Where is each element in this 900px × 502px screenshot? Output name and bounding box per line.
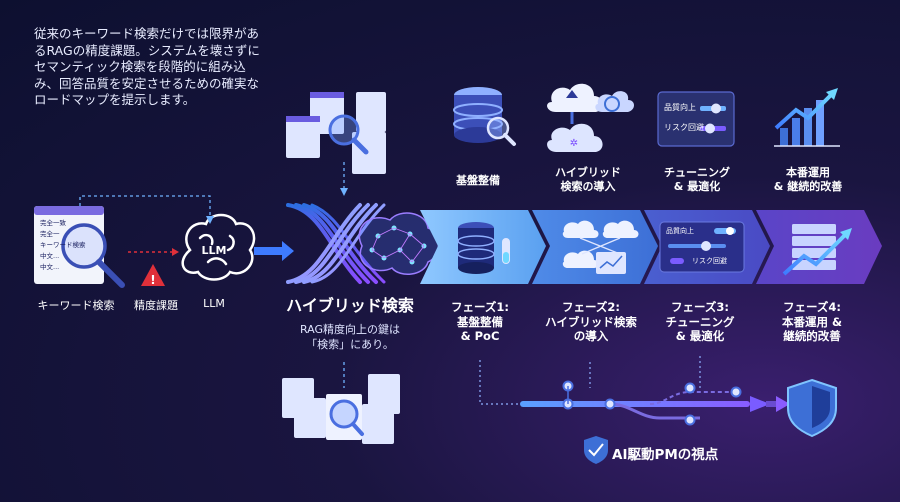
hybrid-cloud-icon-top: ✲ (547, 83, 634, 152)
precision-issue-label: 精度課題 (134, 299, 178, 312)
pm-perspective-label: AI駆動PMの視点 (612, 447, 719, 463)
tuning-quality-label: 品質向上 (664, 103, 696, 112)
header-hybrid: ハイブリッド 検索の導入 (555, 166, 621, 193)
intro-paragraph: 従来のキーワード検索だけでは限界があるRAGの精度課題。システムを壊さずにセマン… (34, 26, 260, 107)
hybrid-x-icon (286, 203, 386, 284)
phase2-label: フェーズ2: ハイブリッド検索 の導入 (545, 300, 637, 343)
keyword-doc-lines: 完全一致 完全一 キーワード検索 中文... 中文... (40, 218, 100, 273)
growth-chart-icon-top (774, 88, 840, 147)
shield-icon (787, 378, 837, 438)
doc-line: 完全一致 (40, 219, 66, 227)
phase3-quality-label: 品質向上 (666, 227, 694, 235)
pm-shield-check-icon (584, 436, 608, 464)
llm-brain-text: LLM (201, 244, 227, 257)
phase4-chevron (756, 210, 882, 284)
header-operations: 本番運用 & 継続的改善 (773, 166, 843, 193)
phase4-label: フェーズ4: 本番運用 & 継続的改善 (781, 300, 843, 343)
phase2-network-icon (562, 220, 639, 274)
database-icon-top (453, 87, 516, 146)
header-tuning: チューニング & 最適化 (664, 166, 730, 193)
svg-text:!: ! (150, 273, 155, 287)
phase1-database-icon (457, 222, 510, 274)
llm-brain-icon (181, 213, 256, 281)
llm-to-hybrid-arrow (254, 241, 294, 261)
doc-to-hybrid-connector (79, 195, 211, 218)
tuning-risk-label: リスク回避 (664, 123, 704, 132)
keyword-search-label: キーワード検索 (37, 299, 115, 312)
tuning-panel-icon-top (657, 91, 735, 147)
documents-search-icon-top (286, 92, 386, 174)
llm-label: LLM (203, 297, 225, 310)
phase3-risk-label: リスク回避 (692, 257, 727, 265)
hybrid-search-title: ハイブリッド検索 (286, 296, 414, 315)
doc-line: 中文... (40, 252, 60, 260)
phase3-tuning-icon (659, 221, 745, 273)
neural-brain-icon (358, 212, 440, 275)
phase1-label: フェーズ1: 基盤整備 & PoC (450, 300, 510, 343)
phase2-chevron (532, 210, 658, 284)
doc-line: 中文... (40, 263, 60, 271)
hybrid-search-subtitle: RAG精度向上の鍵は 「検索」にあり。 (299, 323, 401, 351)
keyword-search-doc-icon (34, 206, 125, 288)
svg-text:✲: ✲ (570, 138, 578, 149)
warning-icon: ! (141, 264, 165, 287)
documents-search-icon-bottom (282, 374, 400, 444)
doc-line: キーワード検索 (40, 241, 86, 249)
timeline (520, 380, 790, 426)
phase3-label: フェーズ3: チューニング & 最適化 (665, 300, 735, 343)
phase4-server-growth-icon (782, 224, 852, 276)
doc-line: 完全一 (40, 230, 60, 238)
header-foundation: 基盤整備 (456, 174, 500, 187)
